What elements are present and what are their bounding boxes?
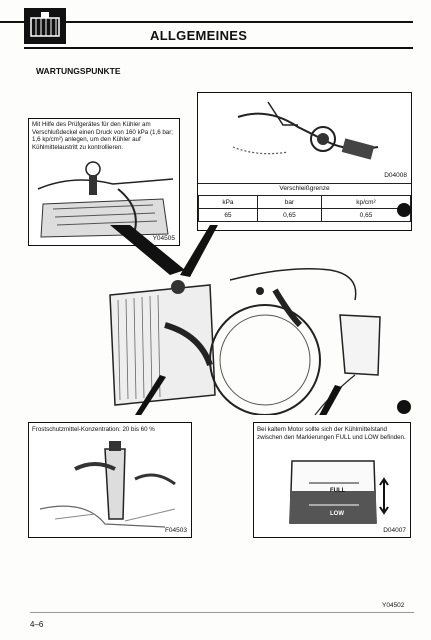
hydrometer-figure <box>39 441 176 528</box>
wear-limit-table: kPa bar kp/cm² 65 0,65 0,65 <box>198 195 412 222</box>
footer-rule <box>30 612 414 613</box>
header-underline <box>24 47 413 49</box>
table-cell: 0,65 <box>320 208 412 222</box>
reservoir-figure <box>289 460 389 524</box>
page-title: ALLGEMEINES <box>150 28 248 43</box>
figure-code: F04503 <box>164 527 187 534</box>
radiator-test-panel: Mit Hilfe des Prüfgerätes für den Kühler… <box>28 118 180 246</box>
section-title: WARTUNGSPUNKTE <box>36 66 121 76</box>
divider <box>198 183 411 184</box>
antifreeze-panel: Frostschutzmittel-Konzentration: 20 bis … <box>28 422 192 538</box>
thumb-tab-marker <box>397 400 411 414</box>
table-cell: 0,65 <box>256 208 322 222</box>
pressure-tester-figure <box>232 101 379 160</box>
full-mark-label: FULL <box>330 488 346 494</box>
table-header: kPa <box>198 195 258 209</box>
panel-caption: Bei kaltem Motor sollte sich der Kühlmit… <box>257 426 406 441</box>
panel-caption: Frostschutzmittel-Konzentration: 20 bis … <box>32 426 155 433</box>
figure-code: D04007 <box>383 527 406 534</box>
radiator-assembly-figure <box>109 225 381 415</box>
page-number: 4–6 <box>30 620 44 629</box>
header-rule <box>0 21 413 23</box>
coolant-level-panel: Bei kaltem Motor sollte sich der Kühlmit… <box>253 422 411 538</box>
panel-caption: Mit Hilfe des Prüfgerätes für den Kühler… <box>32 121 174 151</box>
table-cell: 65 <box>198 208 258 222</box>
figure-code: Y04505 <box>152 235 175 242</box>
low-mark-label: LOW <box>330 511 344 517</box>
figure-code: D04008 <box>384 172 407 179</box>
tester-panel: D04008 Verschleißgrenze kPa bar kp/cm² 6… <box>197 92 412 231</box>
table-header: bar <box>256 195 322 209</box>
table-title: Verschleißgrenze <box>279 185 330 192</box>
assembly-figure-code: Y04502 <box>382 602 405 609</box>
thumb-tab-marker <box>397 203 411 217</box>
radiator-tester-figure <box>37 161 174 238</box>
radiator-icon <box>24 8 66 44</box>
